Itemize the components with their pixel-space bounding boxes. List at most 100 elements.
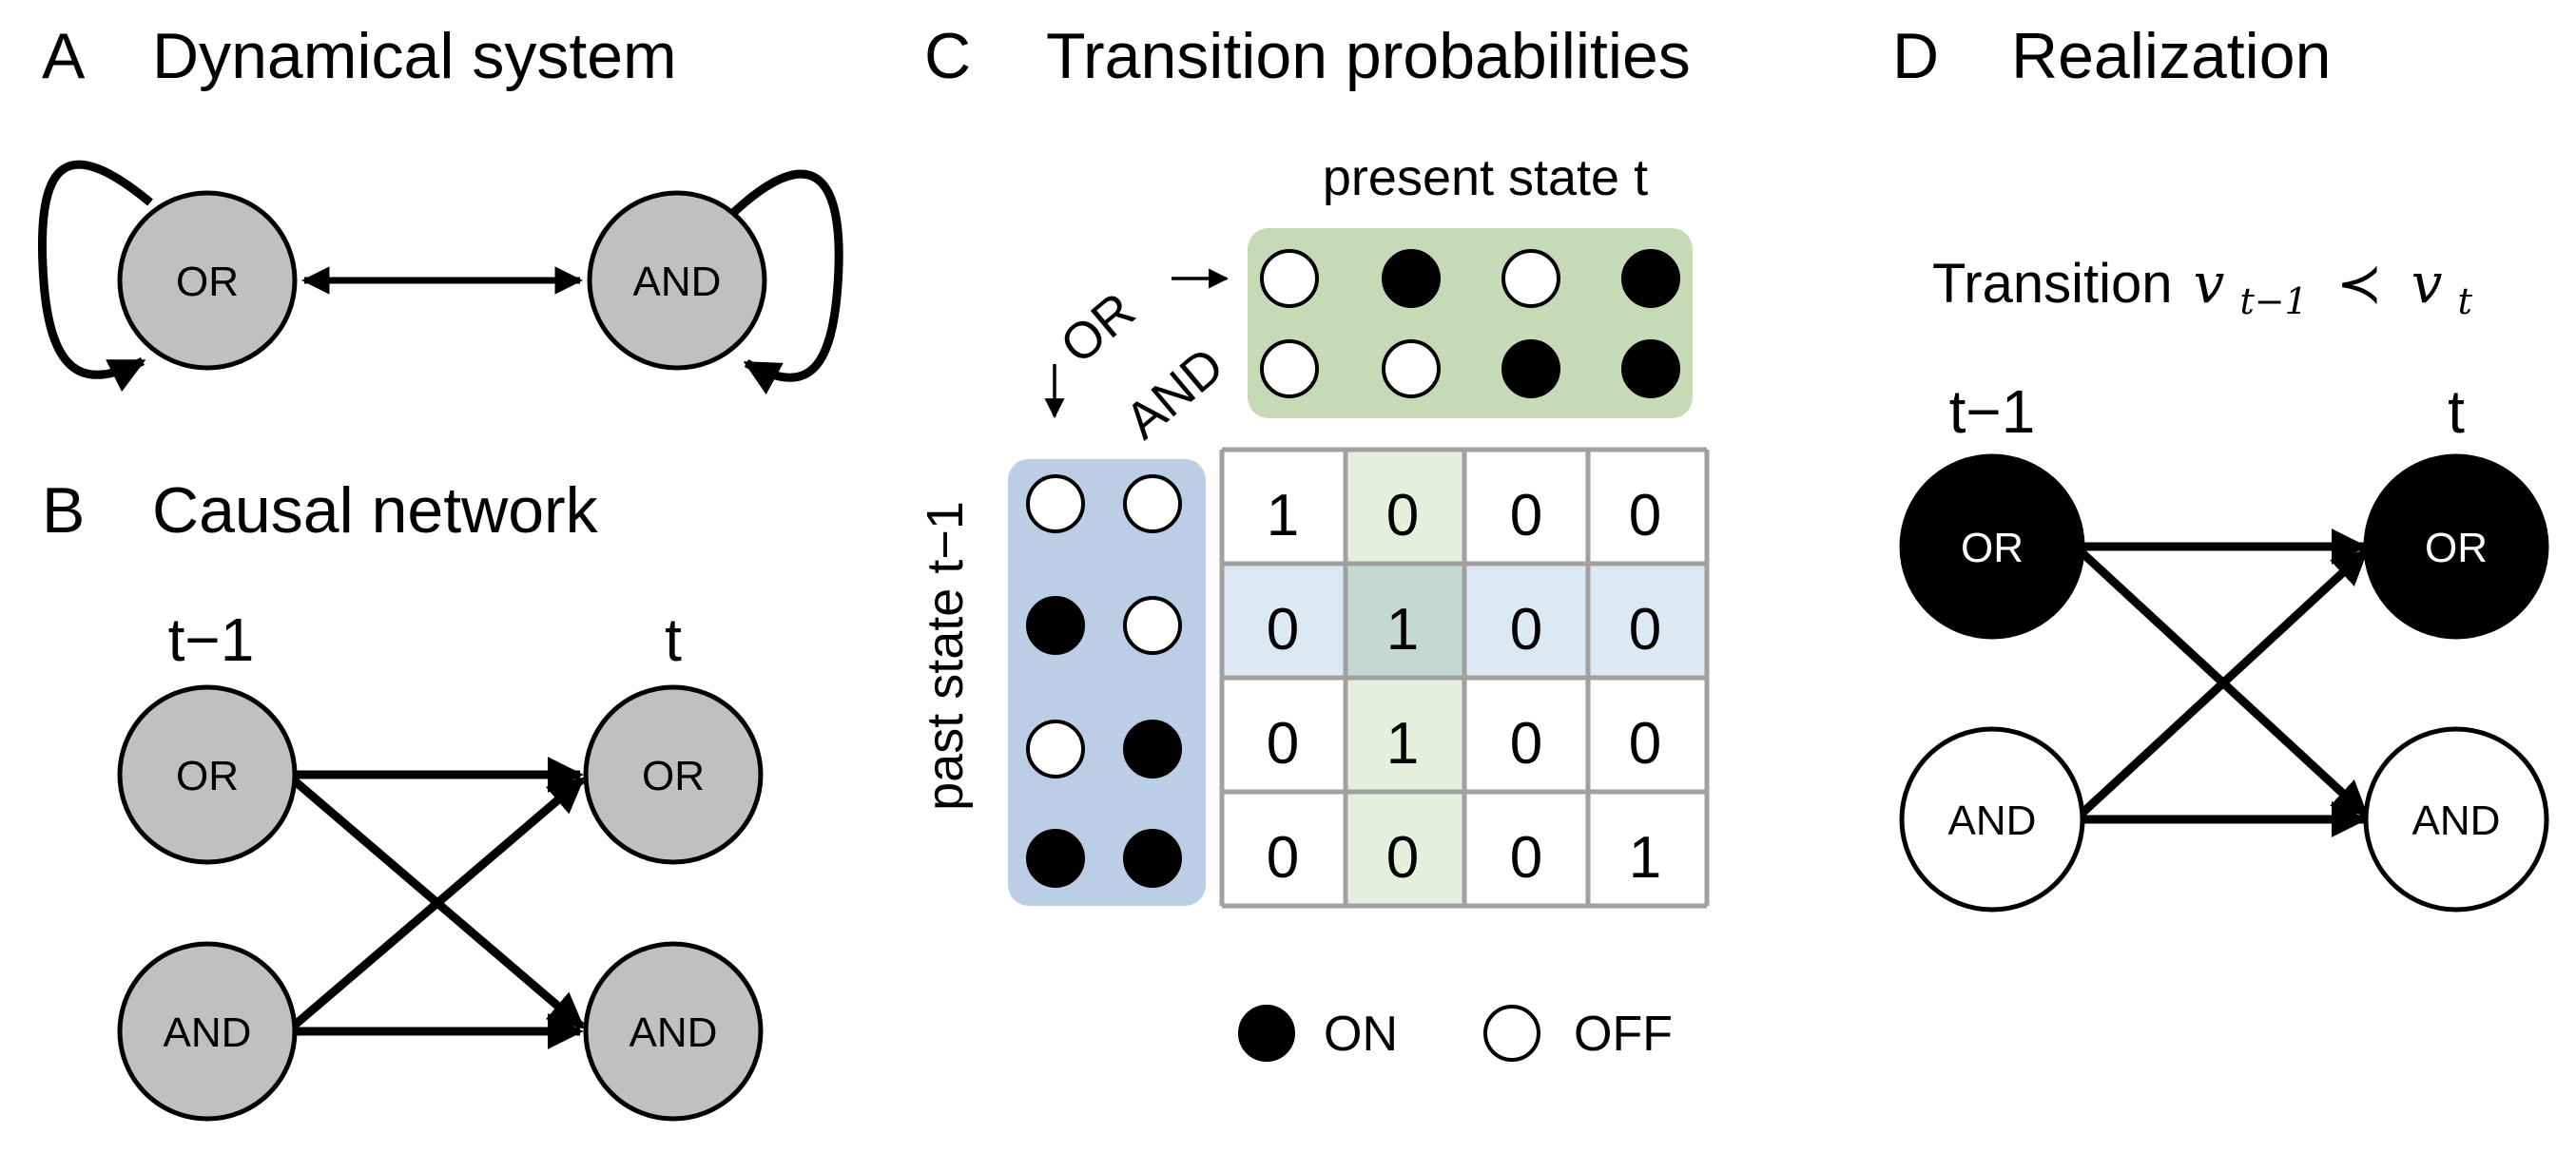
row-label-and: AND bbox=[1114, 336, 1234, 450]
present-or-state-dot bbox=[1382, 249, 1441, 308]
matrix-cell-bg bbox=[1222, 678, 1346, 792]
panel-a-title: Dynamical system bbox=[152, 20, 677, 92]
cell-3-0: 0 bbox=[1267, 825, 1299, 891]
b-present-time-label: t bbox=[665, 605, 682, 674]
panel-b-title: Causal network bbox=[152, 474, 599, 547]
a-or-node bbox=[117, 190, 298, 371]
d-present-time-label: t bbox=[2448, 377, 2465, 446]
matrix-cell-bg bbox=[1464, 564, 1588, 678]
matrix-cell-bg bbox=[1346, 678, 1464, 792]
matrix-cell-bg bbox=[1588, 450, 1707, 564]
d-past-time-label: t−1 bbox=[1949, 377, 2036, 446]
panel-d-letter: D bbox=[1892, 20, 1939, 92]
past-or-state-dot bbox=[1026, 596, 1085, 655]
present-state-box bbox=[1248, 228, 1693, 418]
panel-b: B Causal network t−1 t OR AND OR AND bbox=[42, 474, 764, 1122]
past-and-state-dot bbox=[1123, 474, 1182, 533]
panel-a: A Dynamical system OR AND bbox=[37, 20, 843, 394]
and-self-loop bbox=[728, 169, 843, 394]
cell-2-0: 0 bbox=[1267, 711, 1299, 777]
cell-2-1: 1 bbox=[1386, 711, 1419, 777]
matrix-cell-bg bbox=[1222, 564, 1346, 678]
transition-v-past: v bbox=[2194, 251, 2225, 316]
transition-sub-past: t−1 bbox=[2240, 280, 2308, 322]
or-self-loop bbox=[37, 160, 153, 393]
past-or-state-dot bbox=[1026, 720, 1085, 778]
d-and-present-node bbox=[2363, 726, 2549, 913]
panel-d: D Realization Transition v t−1 ≺ v t t−1… bbox=[1892, 20, 2549, 913]
cell-3-3: 1 bbox=[1629, 825, 1661, 891]
legend-off-label: OFF bbox=[1574, 1007, 1673, 1062]
transition-relation: ≺ bbox=[2336, 253, 2383, 315]
matrix-values: 1 0 0 0 0 1 0 0 0 1 0 0 0 0 0 1 bbox=[1267, 483, 1661, 891]
cell-1-0: 0 bbox=[1267, 597, 1299, 663]
cell-0-3: 0 bbox=[1629, 483, 1661, 548]
transition-v-present: v bbox=[2411, 251, 2443, 316]
d-or-past-node bbox=[1899, 453, 2085, 640]
past-and-state-dot bbox=[1123, 596, 1182, 655]
b-past-time-label: t−1 bbox=[168, 605, 255, 674]
d-and-present-label: AND bbox=[2412, 797, 2501, 844]
present-or-state-dot bbox=[1621, 249, 1680, 308]
b-edge-and-or bbox=[290, 776, 585, 1030]
matrix-cell-bg bbox=[1588, 678, 1707, 792]
b-or-past-label: OR bbox=[176, 753, 239, 799]
present-and-state-dot bbox=[1621, 339, 1680, 398]
matrix-cell-bg bbox=[1464, 792, 1588, 906]
past-axis-label: past state t−1 bbox=[917, 501, 974, 811]
matrix-cell-bg bbox=[1346, 564, 1464, 678]
transition-sub-present: t bbox=[2458, 280, 2473, 322]
panel-b-letter: B bbox=[42, 474, 85, 547]
legend-on-dot bbox=[1238, 1005, 1295, 1062]
a-or-label: OR bbox=[176, 259, 239, 305]
past-or-state-dot bbox=[1026, 474, 1085, 533]
d-or-present-label: OR bbox=[2425, 525, 2488, 571]
cell-0-0: 1 bbox=[1267, 483, 1299, 548]
past-state-box bbox=[1008, 459, 1206, 906]
panel-c: C Transition probabilities present state… bbox=[917, 20, 1710, 1062]
past-or-state-dot bbox=[1026, 829, 1085, 888]
d-and-past-label: AND bbox=[1948, 797, 2037, 844]
present-or-state-dot bbox=[1501, 249, 1560, 308]
panel-d-title: Realization bbox=[2011, 20, 2331, 92]
past-and-state-dot bbox=[1123, 720, 1182, 778]
matrix-cell-bg bbox=[1222, 792, 1346, 906]
panel-c-letter: C bbox=[924, 20, 971, 92]
cell-2-3: 0 bbox=[1629, 711, 1661, 777]
cell-1-2: 0 bbox=[1510, 597, 1542, 663]
cell-0-1: 0 bbox=[1386, 483, 1419, 548]
present-and-state-dot bbox=[1260, 339, 1319, 398]
cell-3-2: 0 bbox=[1510, 825, 1542, 891]
b-or-past-node bbox=[117, 684, 298, 865]
matrix-cell-bg bbox=[1464, 450, 1588, 564]
b-and-past-label: AND bbox=[164, 1009, 252, 1056]
matrix-cell-bg bbox=[1222, 450, 1346, 564]
d-or-past-label: OR bbox=[1961, 525, 2024, 571]
cell-3-1: 0 bbox=[1386, 825, 1419, 891]
matrix-cell-bg bbox=[1346, 450, 1464, 564]
present-and-state-dot bbox=[1501, 339, 1560, 398]
a-and-node bbox=[587, 190, 767, 371]
d-or-present-node bbox=[2363, 453, 2549, 640]
row-label-or: OR bbox=[1050, 281, 1146, 375]
transition-prefix: Transition bbox=[1932, 253, 2188, 315]
panel-a-letter: A bbox=[42, 20, 86, 92]
b-and-present-node bbox=[583, 941, 764, 1122]
cell-2-2: 0 bbox=[1510, 711, 1542, 777]
b-and-present-label: AND bbox=[629, 1009, 718, 1056]
b-and-past-node bbox=[117, 941, 298, 1122]
d-and-past-node bbox=[1899, 726, 2085, 913]
panel-c-title: Transition probabilities bbox=[1046, 20, 1691, 92]
cell-0-2: 0 bbox=[1510, 483, 1542, 548]
cell-1-3: 0 bbox=[1629, 597, 1661, 663]
legend-off-dot bbox=[1483, 1005, 1540, 1062]
d-edge-and-or bbox=[2077, 548, 2370, 818]
matrix-cell-bg bbox=[1346, 792, 1464, 906]
present-or-state-dot bbox=[1260, 249, 1319, 308]
cell-1-1: 1 bbox=[1386, 597, 1419, 663]
b-or-present-node bbox=[583, 684, 764, 865]
legend: ON OFF bbox=[1238, 1005, 1673, 1062]
transition-expression: Transition v t−1 ≺ v t bbox=[1932, 251, 2473, 326]
past-and-state-dot bbox=[1123, 829, 1182, 888]
